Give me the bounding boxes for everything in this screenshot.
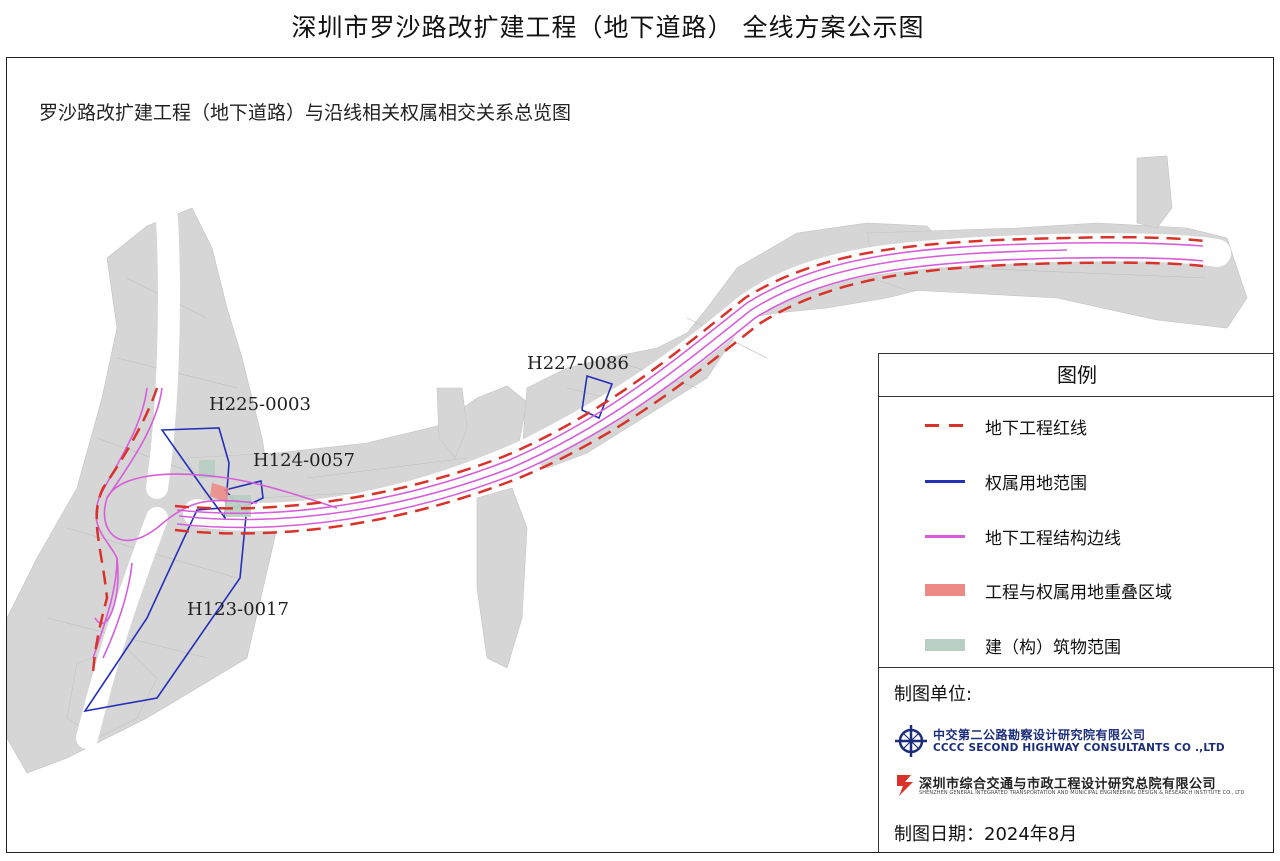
org2-name-cn: 深圳市综合交通与市政工程设计研究总院有限公司 bbox=[919, 777, 1217, 792]
mapping-date: 制图日期：2024年8月 bbox=[894, 824, 1078, 845]
legend-item-structure-edge: 地下工程结构边线 bbox=[879, 521, 1273, 551]
org-header: 制图单位: bbox=[894, 684, 973, 705]
legend-item-overlap-area: 工程与权属用地重叠区域 bbox=[879, 575, 1273, 605]
org-cccc: 中交第二公路勘察设计研究院有限公司 CCCC SECOND HIGHWAY CO… bbox=[895, 724, 1265, 760]
parcel-H227-0086 bbox=[581, 374, 614, 420]
legend-item-red-line: 地下工程红线 bbox=[879, 411, 1273, 441]
org1-name-cn: 中交第二公路勘察设计研究院有限公司 bbox=[933, 728, 1146, 742]
parcel-label-h123-0017: H123-0017 bbox=[187, 599, 289, 620]
legend-label: 地下工程结构边线 bbox=[985, 529, 1121, 549]
page-title: 深圳市罗沙路改扩建工程（地下道路） 全线方案公示图 bbox=[291, 13, 925, 42]
map-canvas[interactable]: H225-0003 H124-0057 H123-0017 H227-0086 bbox=[7, 58, 1274, 853]
org2-name-en: SHENZHEN GENERAL INTEGRATED TRANSPORTATI… bbox=[919, 790, 1245, 796]
org1-name-en: CCCC SECOND HIGHWAY CONSULTANTS CO .,LTD bbox=[933, 742, 1225, 754]
red-line bbox=[91, 235, 1206, 674]
structure-edges bbox=[92, 241, 1204, 659]
org-szit: 深圳市综合交通与市政工程设计研究总院有限公司 SHENZHEN GENERAL … bbox=[895, 772, 1273, 806]
magenta-line-icon bbox=[925, 535, 965, 538]
legend-label: 工程与权属用地重叠区域 bbox=[985, 583, 1172, 603]
parcel-label-h124-0057: H124-0057 bbox=[253, 450, 355, 471]
red-dashed-line-icon bbox=[925, 420, 965, 432]
legend-label: 建（构）筑物范围 bbox=[985, 638, 1121, 658]
parcel-label-h225-0003: H225-0003 bbox=[209, 394, 311, 415]
legend-label: 权属用地范围 bbox=[985, 474, 1087, 494]
legend-label: 地下工程红线 bbox=[985, 419, 1087, 439]
cccc-logo-icon bbox=[895, 725, 927, 757]
green-fill-icon bbox=[925, 639, 965, 651]
legend-item-building-extent: 建（构）筑物范围 bbox=[879, 630, 1273, 660]
map-frame: H225-0003 H124-0057 H123-0017 H227-0086 … bbox=[6, 57, 1274, 853]
map-subtitle: 罗沙路改扩建工程（地下道路）与沿线相关权属相交关系总览图 bbox=[39, 102, 572, 124]
mapping-organization: 制图单位: 中交第二公路勘察设计研究院有限公司 CCCC SECOND HIGH… bbox=[879, 668, 1273, 852]
legend-list: 地下工程红线 权属用地范围 地下工程结构边线 工程与权属用地重叠区域 建（构）筑… bbox=[879, 397, 1273, 668]
legend-item-property-boundary: 权属用地范围 bbox=[879, 466, 1273, 496]
pink-fill-icon bbox=[925, 584, 965, 596]
szit-logo-icon bbox=[897, 775, 913, 796]
legend-panel: 图例 地下工程红线 权属用地范围 地下工程结构边线 工程与权属用地重叠区域 建（… bbox=[878, 353, 1273, 852]
legend-title: 图例 bbox=[879, 354, 1273, 397]
overlap-regions bbox=[210, 483, 229, 503]
blue-line-icon bbox=[925, 480, 965, 483]
parcel-label-h227-0086: H227-0086 bbox=[527, 353, 629, 374]
